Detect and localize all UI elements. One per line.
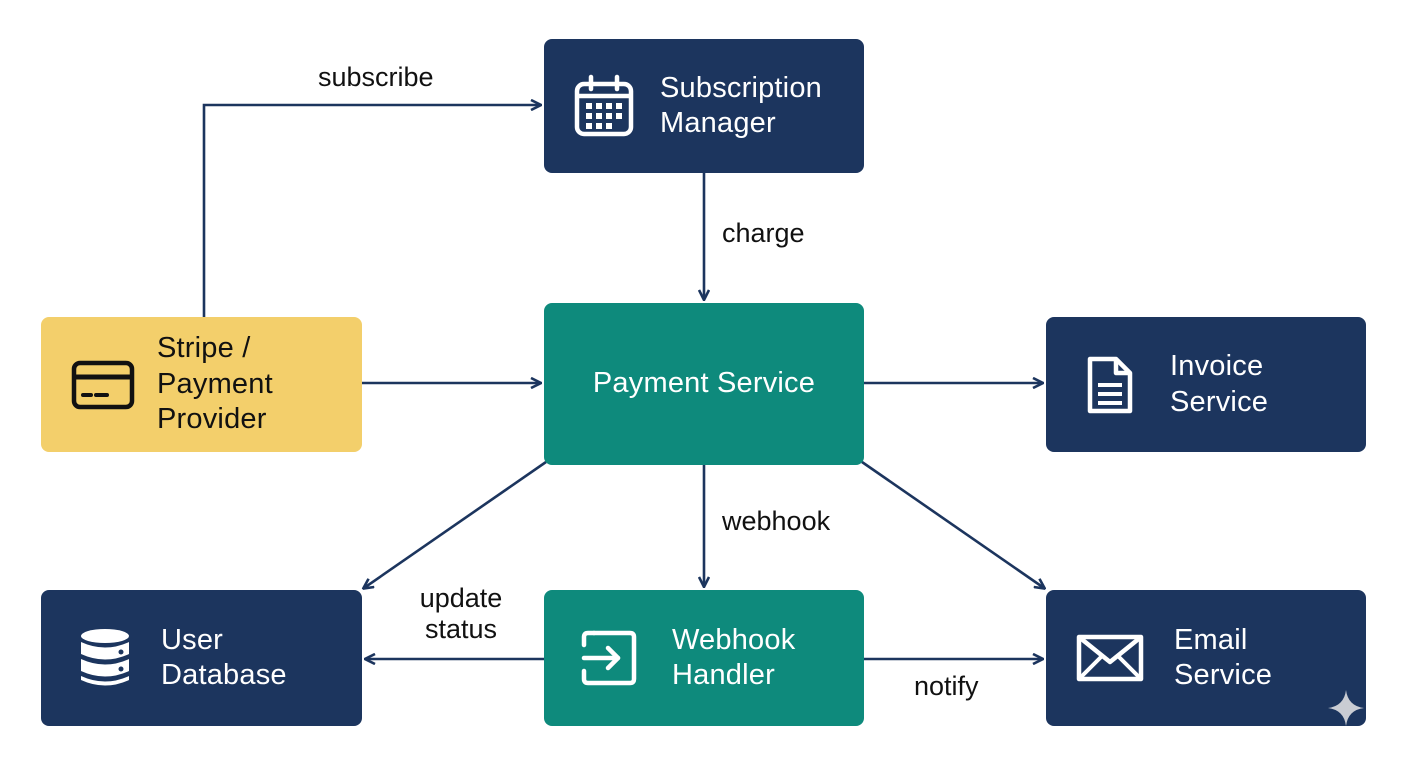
- edge-label-charge: charge: [722, 218, 805, 248]
- invoice-service-label: Invoice Service: [1170, 350, 1269, 418]
- calendar-icon: [574, 74, 634, 138]
- edge-label-subscribe: subscribe: [318, 62, 434, 92]
- sparkle-icon: [1326, 688, 1366, 733]
- stripe-payment-provider-label: Stripe / Payment Provider: [157, 332, 273, 436]
- subscription-manager-node[interactable]: Subscription Manager: [544, 39, 864, 173]
- document-icon: [1086, 355, 1134, 415]
- payment-service-label: Payment Service: [592, 367, 816, 400]
- edge-label-update-status: update status: [419, 583, 503, 645]
- edge-label-webhook: webhook: [722, 506, 831, 536]
- envelope-icon: [1076, 634, 1144, 682]
- edge-payment-to-email: [861, 460, 1044, 588]
- subscription-manager-label: Subscription Manager: [660, 71, 822, 139]
- stripe-payment-provider-node[interactable]: Stripe / Payment Provider: [41, 317, 362, 452]
- edge-label-notify: notify: [914, 671, 979, 701]
- user-database-node[interactable]: User Database: [41, 590, 362, 726]
- edge-subscribe: [202, 105, 540, 317]
- webhook-handler-label: Webhook Handler: [672, 623, 796, 691]
- payment-service-node[interactable]: Payment Service: [544, 303, 864, 465]
- user-database-label: User Database: [161, 623, 287, 691]
- webhook-handler-node[interactable]: Webhook Handler: [544, 590, 864, 726]
- email-service-label: Email Service: [1174, 623, 1273, 691]
- edge-payment-to-userdb: [364, 460, 547, 588]
- credit-card-icon: [71, 360, 135, 410]
- email-service-node[interactable]: Email Service: [1046, 590, 1366, 726]
- sign-in-icon: [580, 629, 638, 687]
- database-icon: [79, 627, 131, 689]
- invoice-service-node[interactable]: Invoice Service: [1046, 317, 1366, 452]
